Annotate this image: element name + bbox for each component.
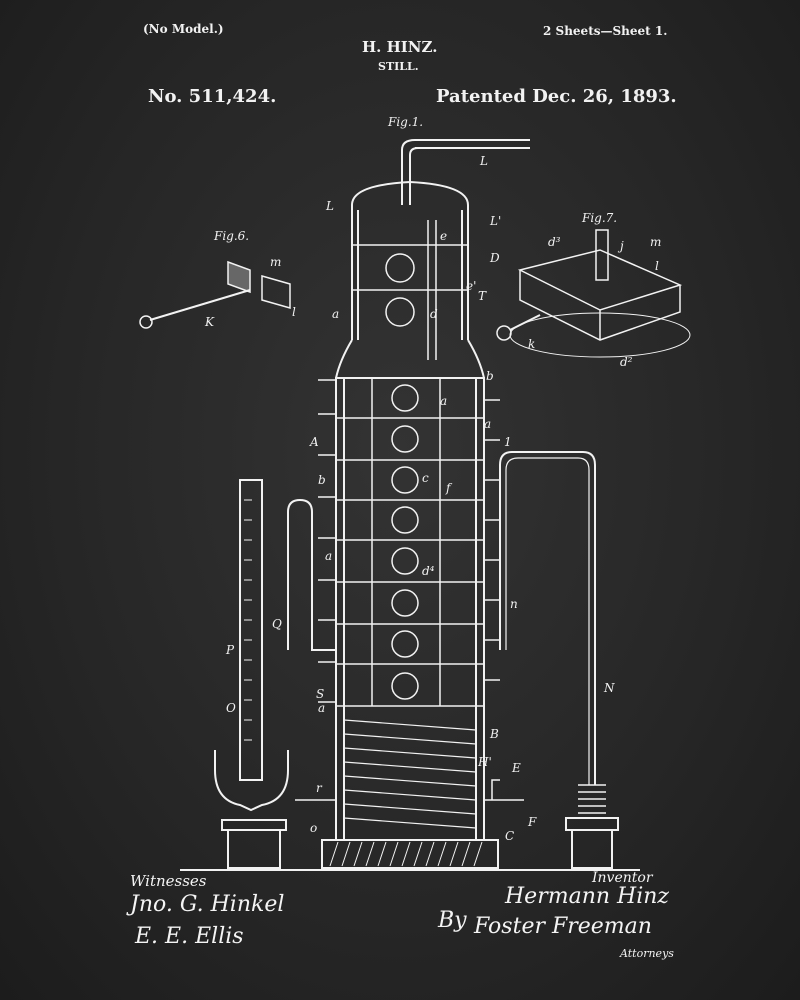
label: T (478, 289, 487, 303)
inventor-label: Inventor (592, 870, 653, 886)
label: D (489, 251, 500, 265)
no-model-note: (No Model.) (143, 22, 224, 36)
label: L (325, 199, 334, 213)
witnesses-label: Witnesses (130, 872, 207, 890)
label: d³ (548, 235, 561, 249)
label: m (650, 235, 661, 249)
column-shoulder (335, 339, 485, 379)
label: k (528, 337, 535, 351)
label: 1 (504, 435, 512, 449)
inventor-signature: Hermann Hinz (505, 884, 670, 909)
base-hatching (329, 841, 483, 867)
patent-date: Patented Dec. 26, 1893. (436, 86, 677, 107)
label: F (527, 815, 537, 829)
figure-6-key (139, 260, 291, 329)
vapor-outlet-pipe (401, 139, 530, 205)
gauge-assembly (214, 479, 336, 869)
label: K (204, 315, 215, 329)
label: d⁴ (422, 564, 435, 578)
label: o (310, 821, 317, 835)
label: d² (620, 355, 633, 369)
label: b (318, 473, 326, 487)
fig6-title: Fig.6. (213, 229, 249, 243)
label: b (486, 369, 494, 383)
label: a (325, 549, 332, 563)
label: c (422, 471, 429, 485)
label: l (655, 259, 659, 273)
label: d (430, 307, 438, 321)
label: A (309, 435, 319, 449)
label: P (225, 643, 235, 657)
heating-coil (343, 719, 477, 829)
reflux-tube-N (499, 451, 619, 869)
column-base (321, 839, 499, 869)
siphon-tube-Q (287, 498, 336, 651)
figure-7-box (496, 229, 691, 358)
reference-letters: L L L' D e e' T d a a a a a b b A 1 c f … (204, 154, 661, 843)
attorney-signature: Foster Freeman (474, 914, 652, 939)
label: B (489, 727, 499, 741)
label: r (316, 781, 323, 795)
label: L (479, 154, 488, 168)
label: N (603, 681, 615, 695)
label: f (445, 481, 453, 495)
inventor-name: H. HINZ. (362, 38, 438, 56)
witness-2-signature: E. E. Ellis (135, 924, 244, 949)
label: S (316, 687, 324, 701)
label: Q (272, 617, 282, 631)
sheet-count: 2 Sheets—Sheet 1. (543, 24, 668, 38)
label: l (292, 305, 296, 319)
label: a (332, 307, 339, 321)
label: a (318, 701, 325, 715)
label: C (505, 829, 514, 843)
label: H' (477, 755, 492, 769)
column-trays (336, 378, 484, 707)
label: E (511, 761, 521, 775)
upper-trays (352, 220, 468, 360)
label: O (226, 701, 236, 715)
label: a (484, 417, 491, 431)
label: e (440, 229, 447, 243)
by-label: By (438, 908, 467, 933)
label: e' (466, 279, 476, 293)
label: m (270, 255, 281, 269)
side-valves (295, 379, 524, 801)
fig1-title: Fig.1. (387, 115, 423, 129)
patent-number: No. 511,424. (148, 86, 277, 107)
witness-1-signature: Jno. G. Hinkel (130, 892, 285, 917)
label: n (510, 597, 518, 611)
upper-column (351, 180, 469, 340)
fig7-title: Fig.7. (581, 211, 617, 225)
label: a (440, 394, 447, 408)
patent-title: STILL. (378, 60, 419, 73)
label: L' (489, 214, 501, 228)
attorneys-label: Attorneys (620, 947, 674, 960)
label: j (617, 239, 624, 253)
